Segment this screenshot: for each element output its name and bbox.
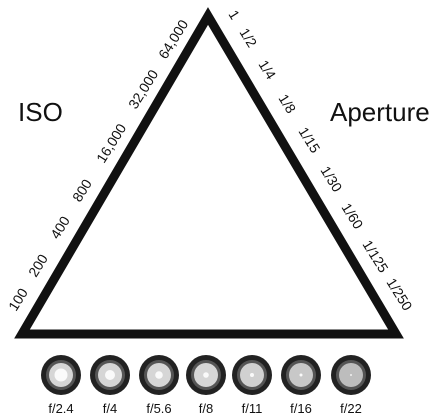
iso-value: 400 (47, 213, 73, 241)
lens-icon (331, 355, 371, 395)
lens-icon (281, 355, 321, 395)
shutter-value: 1/8 (275, 91, 299, 116)
shutter-value: 1 (225, 7, 243, 22)
aperture-value: f/22 (340, 401, 362, 416)
aperture-value: f/4 (103, 401, 117, 416)
iso-value: 800 (69, 176, 95, 204)
shutter-value: 1/125 (359, 237, 391, 275)
shutter-value: 1/30 (317, 163, 345, 195)
aperture-value: f/5.6 (146, 401, 171, 416)
shutter-value: 1/4 (255, 57, 279, 82)
iso-label: ISO (18, 97, 63, 127)
aperture-label: Aperture (330, 97, 430, 127)
shutter-value: 1/250 (383, 275, 415, 313)
aperture-value: f/2.4 (48, 401, 73, 416)
lens-icon (90, 355, 130, 395)
exposure-triangle (14, 7, 404, 339)
shutter-value: 1/15 (295, 124, 323, 156)
lens-icon (186, 355, 226, 395)
iso-value: 100 (5, 285, 31, 313)
lens-icon (232, 355, 272, 395)
lens-icon (41, 355, 81, 395)
aperture-value: f/8 (199, 401, 213, 416)
iso-value: 200 (25, 251, 51, 279)
shutter-value: 1/2 (236, 25, 260, 50)
aperture-value: f/11 (242, 401, 263, 416)
lens-icon-row (41, 355, 371, 395)
lens-icon (139, 355, 179, 395)
shutter-value: 1/60 (338, 200, 366, 232)
aperture-value: f/16 (290, 401, 312, 416)
